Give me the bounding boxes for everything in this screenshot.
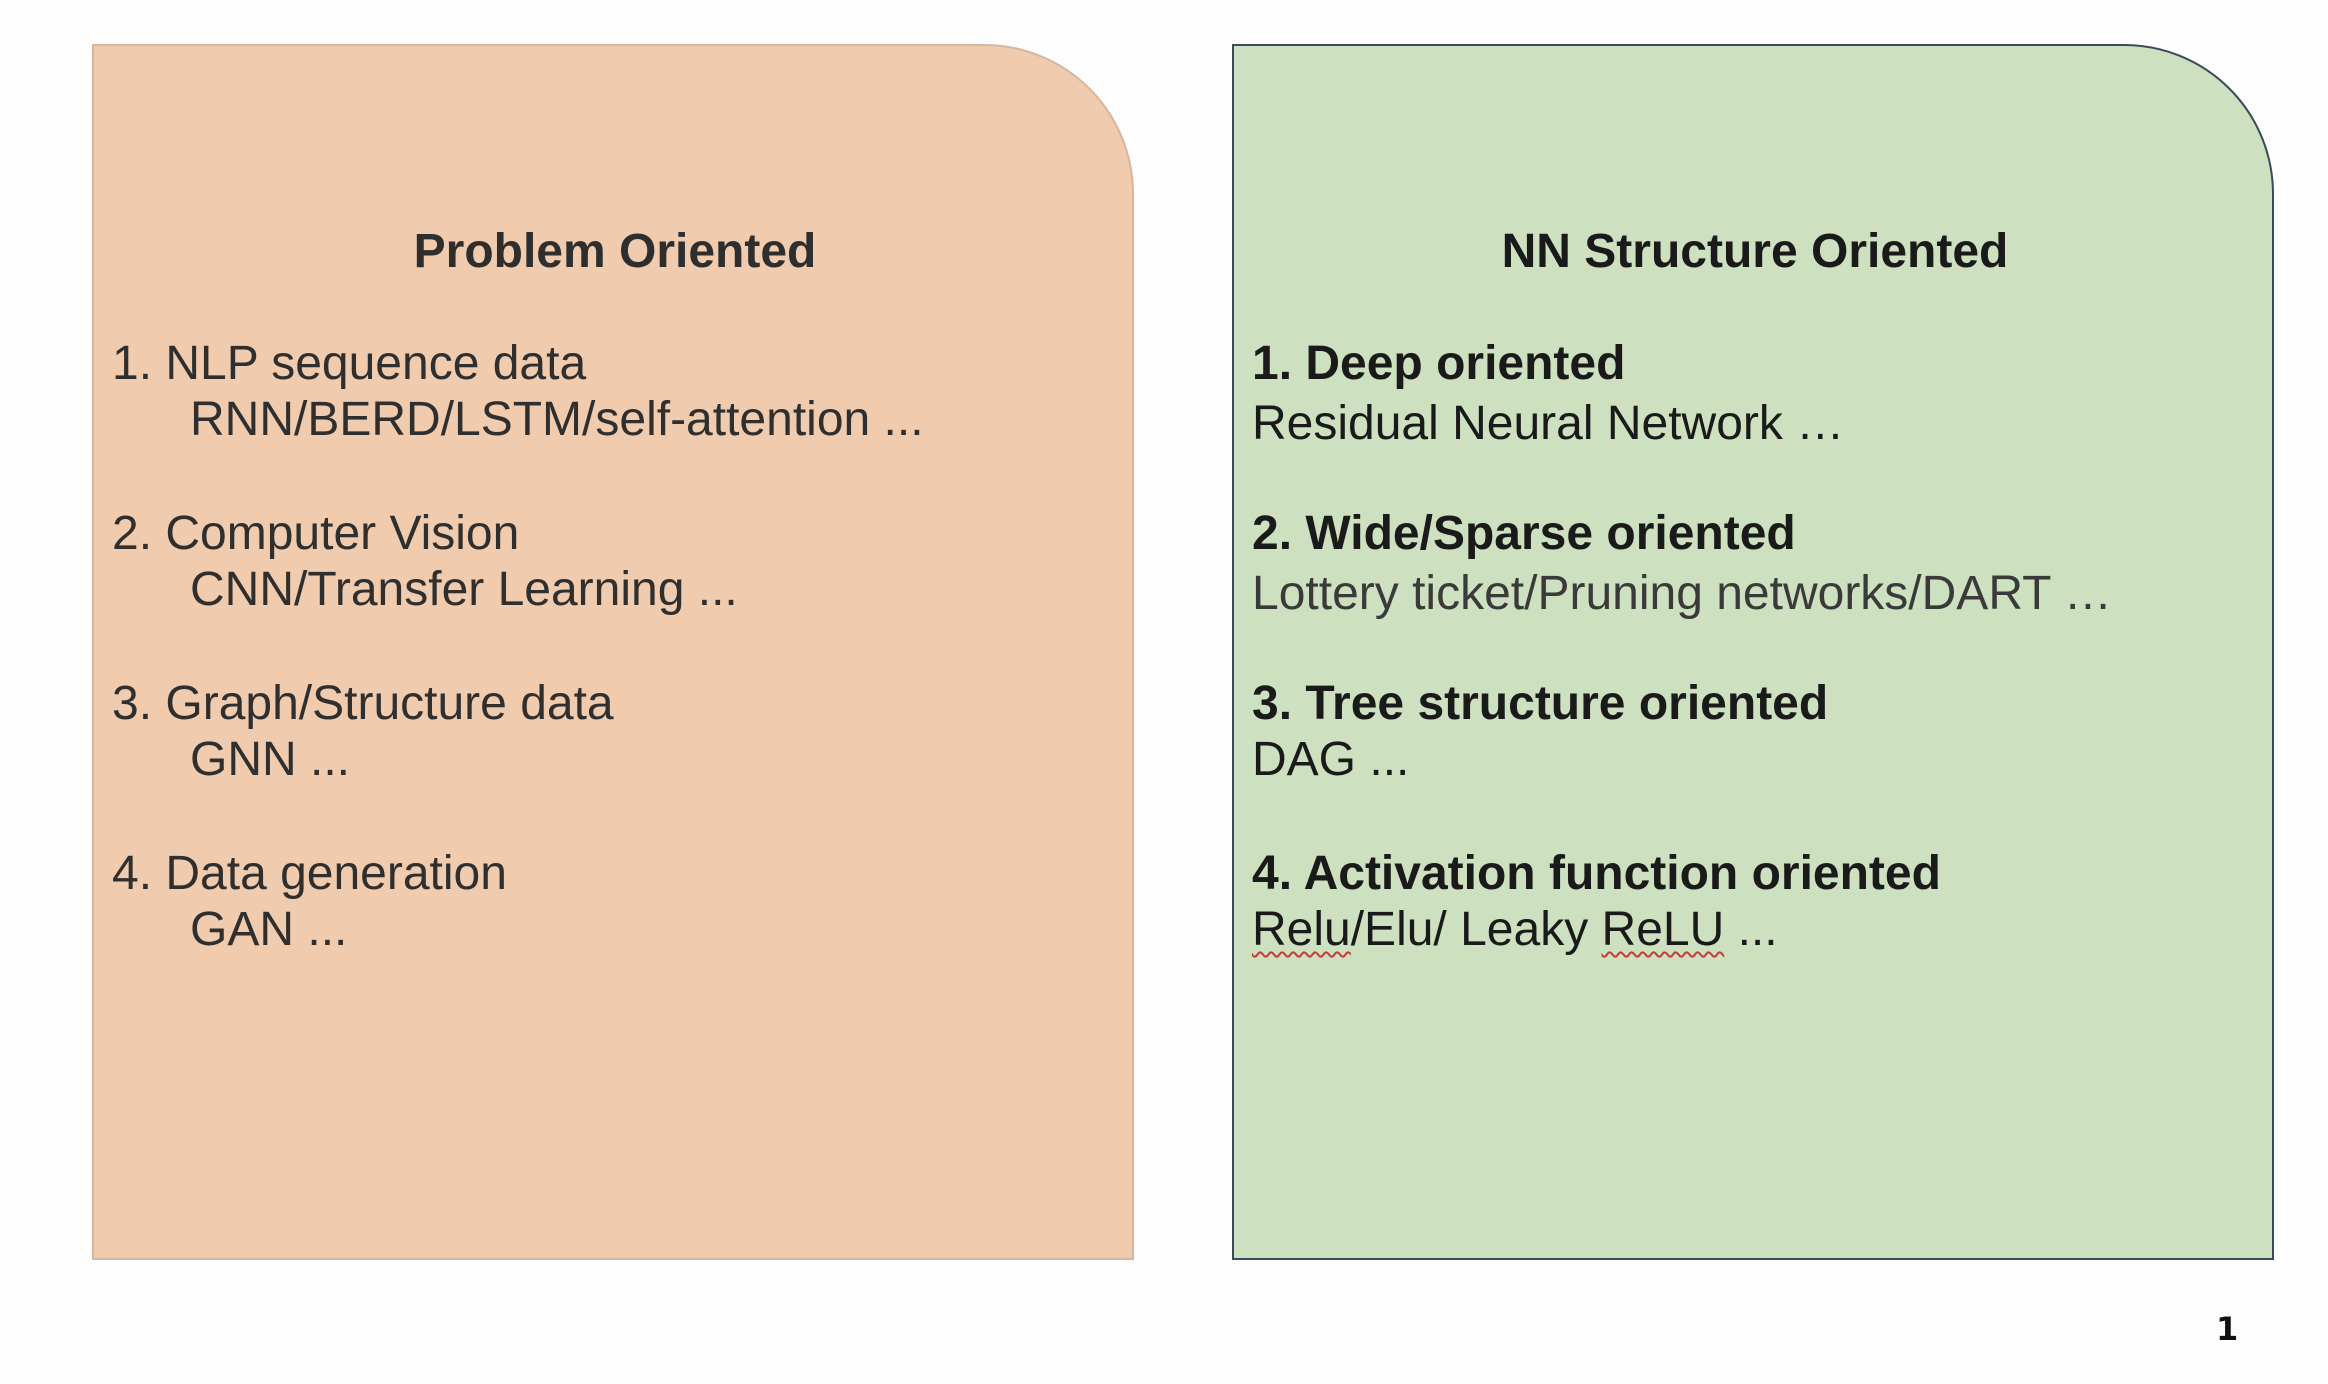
list-item: 3. Tree structure oriented DAG ... xyxy=(1252,676,1828,788)
item-heading: 1. NLP sequence data xyxy=(112,337,587,390)
spellcheck-word: ReLU xyxy=(1601,903,1725,956)
item-heading: 3. Graph/Structure data xyxy=(112,677,614,730)
list-item: 1. NLP sequence data RNN/BERD/LSTM/self-… xyxy=(112,336,924,448)
page-number: 1 xyxy=(2216,1310,2239,1348)
detail-text: /Elu/ Leaky xyxy=(1350,903,1602,956)
item-heading: 4. Activation function oriented xyxy=(1252,847,1941,900)
item-detail: Lottery ticket/Pruning networks/DART … xyxy=(1252,567,2112,620)
list-item: 1. Deep oriented Residual Neural Network… xyxy=(1252,336,1844,452)
item-detail: RNN/BERD/LSTM/self-attention ... xyxy=(190,393,924,446)
item-heading: 4. Data generation xyxy=(112,847,507,900)
nn-structure-oriented-card: NN Structure Oriented 1. Deep oriented R… xyxy=(1232,44,2274,1260)
card-title: Problem Oriented xyxy=(413,225,817,278)
item-heading: 3. Tree structure oriented xyxy=(1252,677,1829,730)
list-item: 3. Graph/Structure data GNN ... xyxy=(112,676,614,788)
card-title: NN Structure Oriented xyxy=(1501,225,2009,278)
list-item: 2. Wide/Sparse oriented Lottery ticket/P… xyxy=(1252,506,2112,622)
list-item: 4. Data generation GAN ... xyxy=(112,846,507,958)
item-heading: 2. Wide/Sparse oriented xyxy=(1252,507,1796,560)
item-heading: 1. Deep oriented xyxy=(1252,337,1626,390)
item-detail: Relu/Elu/ Leaky ReLU ... xyxy=(1252,902,1941,958)
spellcheck-word: Relu xyxy=(1252,903,1351,956)
item-detail: Residual Neural Network … xyxy=(1252,397,1845,450)
list-item: 2. Computer Vision CNN/Transfer Learning… xyxy=(112,506,738,618)
item-detail: GNN ... xyxy=(190,733,351,786)
detail-text: ... xyxy=(1724,903,1778,956)
item-heading: 2. Computer Vision xyxy=(112,507,520,560)
item-detail: GAN ... xyxy=(190,903,348,956)
problem-oriented-card: Problem Oriented 1. NLP sequence data RN… xyxy=(92,44,1134,1260)
item-detail: CNN/Transfer Learning ... xyxy=(190,563,738,616)
item-detail: DAG ... xyxy=(1252,733,1410,786)
list-item: 4. Activation function oriented Relu/Elu… xyxy=(1252,846,1941,958)
